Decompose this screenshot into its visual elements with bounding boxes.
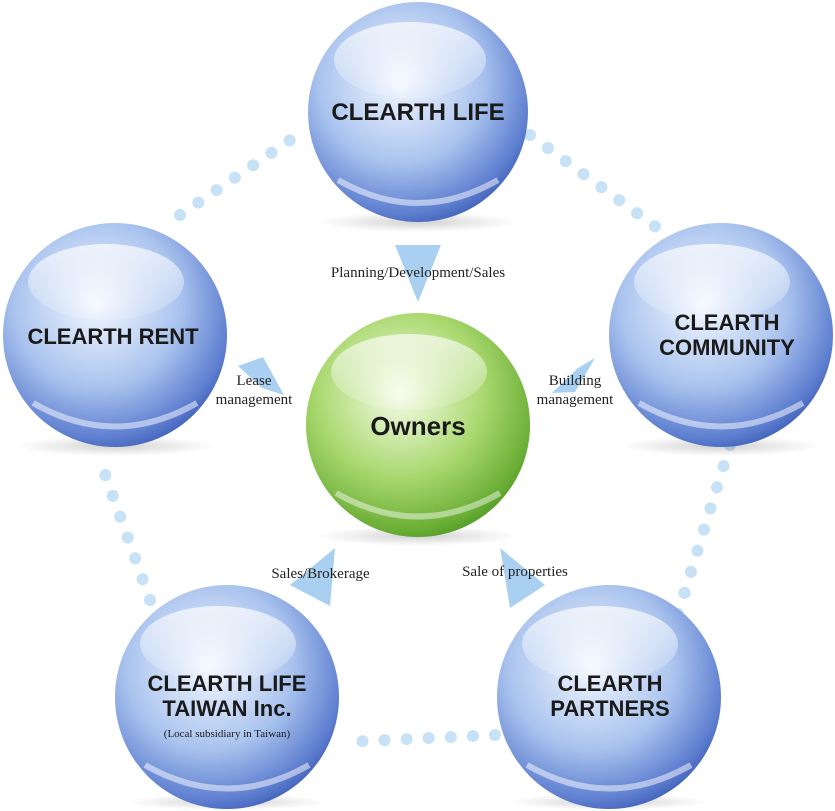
arrow-owners-to-community (552, 358, 595, 393)
dotted-edge-partners-taiwan (339, 729, 501, 748)
relation-line: Building (548, 373, 602, 389)
label-line: CLEARTH RENT (27, 324, 199, 349)
sphere-clearth-partners (497, 585, 721, 810)
label-clearth-partners: CLEARTH PARTNERS (510, 671, 710, 722)
label-line: CLEARTH (557, 671, 663, 696)
label-line: Owners (370, 411, 466, 441)
arrow-owners-to-partners (500, 548, 545, 608)
label-line: PARTNERS (550, 696, 670, 722)
sphere-clearth-rent (3, 223, 227, 456)
label-line: CLEARTH LIFE (331, 99, 505, 126)
relation-line: Sales/Brokerage (271, 566, 370, 582)
relation-line: Lease (236, 373, 272, 389)
label-line: COMMUNITY (659, 335, 795, 361)
relation-line: Planning/Development/Sales (330, 265, 506, 281)
label-line: TAIWAN Inc. (162, 696, 292, 722)
dotted-ring (94, 124, 736, 748)
label-line: CLEARTH LIFE (147, 671, 307, 696)
sphere-clearth-community (609, 223, 833, 456)
relation-taiwan: Sales/Brokerage (248, 565, 393, 584)
relation-rent: Lease management (198, 372, 310, 410)
label-note: (Local subsidiary in Taiwan) (163, 727, 291, 740)
arrow-life-to-owners (395, 245, 441, 302)
arrow-owners-to-taiwan (290, 548, 335, 606)
arrow-owners-to-rent (238, 357, 284, 395)
arrows (238, 245, 595, 608)
sphere-clearth-life (308, 2, 528, 232)
relation-line: management (536, 391, 614, 408)
label-clearth-rent: CLEARTH RENT (13, 324, 213, 349)
relation-life: Planning/Development/Sales (298, 264, 538, 283)
label-owners: Owners (318, 411, 518, 442)
label-line: CLEARTH (674, 310, 780, 335)
relation-partners: Sale of properties (440, 563, 590, 582)
relation-line: management (215, 391, 293, 408)
sphere-owners (306, 313, 530, 546)
dotted-edge-life-community (524, 129, 666, 236)
dotted-edge-rent-life (174, 124, 311, 221)
label-clearth-life: CLEARTH LIFE (318, 99, 518, 127)
relation-line: Sale of properties (462, 564, 568, 580)
label-clearth-community: CLEARTH COMMUNITY (627, 310, 827, 361)
label-clearth-life-taiwan: CLEARTH LIFE TAIWAN Inc. (Local subsidia… (127, 671, 327, 740)
dotted-edge-taiwan-rent (94, 454, 156, 606)
sphere-clearth-life-taiwan (115, 585, 339, 810)
relation-community: Building management (520, 372, 630, 410)
